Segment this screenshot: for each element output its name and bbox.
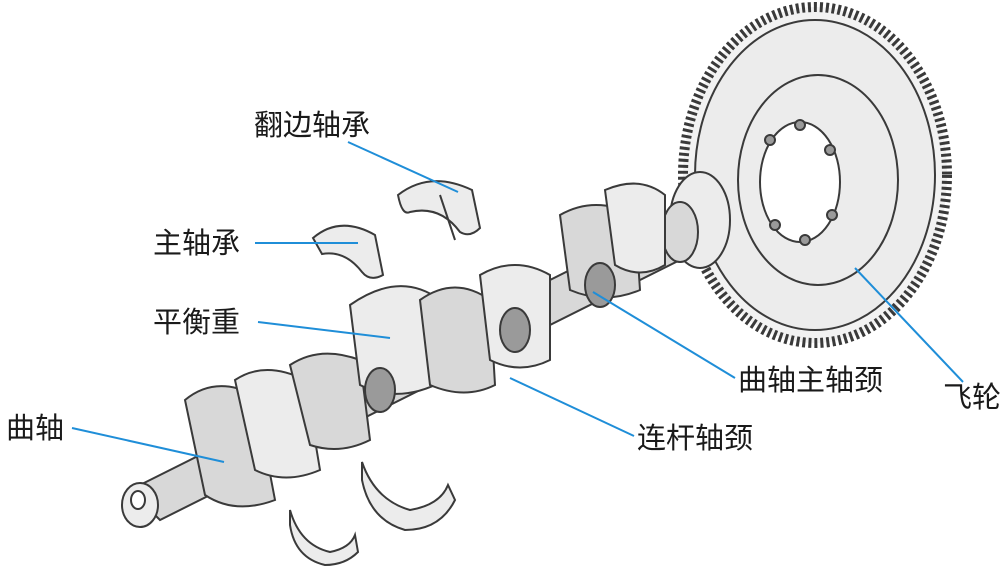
leader-flywheel xyxy=(854,267,964,383)
flange-bearing xyxy=(396,180,482,241)
label-rod-journal: 连杆轴颈 xyxy=(637,421,754,455)
label-main-bearing: 主轴承 xyxy=(153,226,241,260)
main-bearing-upper xyxy=(311,224,385,279)
leader-rod-journal xyxy=(509,377,635,437)
crank-webs xyxy=(183,182,666,508)
leader-flange-bearing xyxy=(347,141,459,193)
main-bearing-lower-1 xyxy=(361,461,457,532)
flywheel xyxy=(678,2,952,348)
leader-crankshaft xyxy=(71,427,225,463)
label-main-journal: 曲轴主轴颈 xyxy=(738,363,884,397)
leader-lines xyxy=(71,141,964,463)
label-flange-bearing: 翻边轴承 xyxy=(254,108,371,142)
label-flywheel: 飞轮 xyxy=(943,380,1002,414)
leader-main-journal xyxy=(592,291,736,379)
label-crankshaft: 曲轴 xyxy=(6,411,65,445)
label-counterweight: 平衡重 xyxy=(153,305,241,339)
main-bearing-lower-2 xyxy=(289,509,360,567)
leader-counterweight xyxy=(257,321,391,339)
